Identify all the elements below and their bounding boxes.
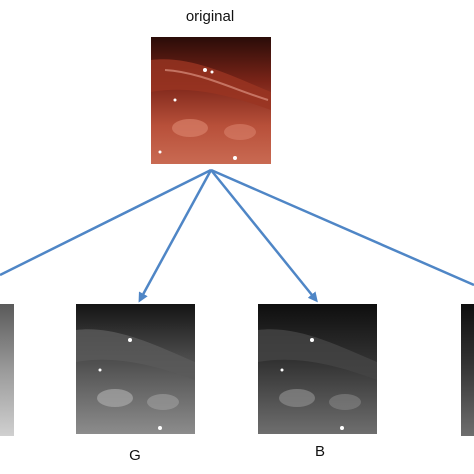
b-channel-label: B	[314, 443, 325, 460]
g-channel-image	[76, 304, 195, 434]
arrow-to-b	[210, 169, 318, 303]
arrow-to-r	[0, 168, 212, 277]
g-channel-label: G	[129, 447, 141, 464]
arrow-to-fourth	[210, 168, 474, 287]
original-label: original	[185, 8, 235, 25]
fourth-channel-image	[461, 304, 474, 436]
original-endoscopy-image	[151, 37, 271, 164]
b-channel-image	[258, 304, 377, 434]
r-channel-image	[0, 304, 14, 436]
arrow-to-g	[138, 169, 213, 303]
